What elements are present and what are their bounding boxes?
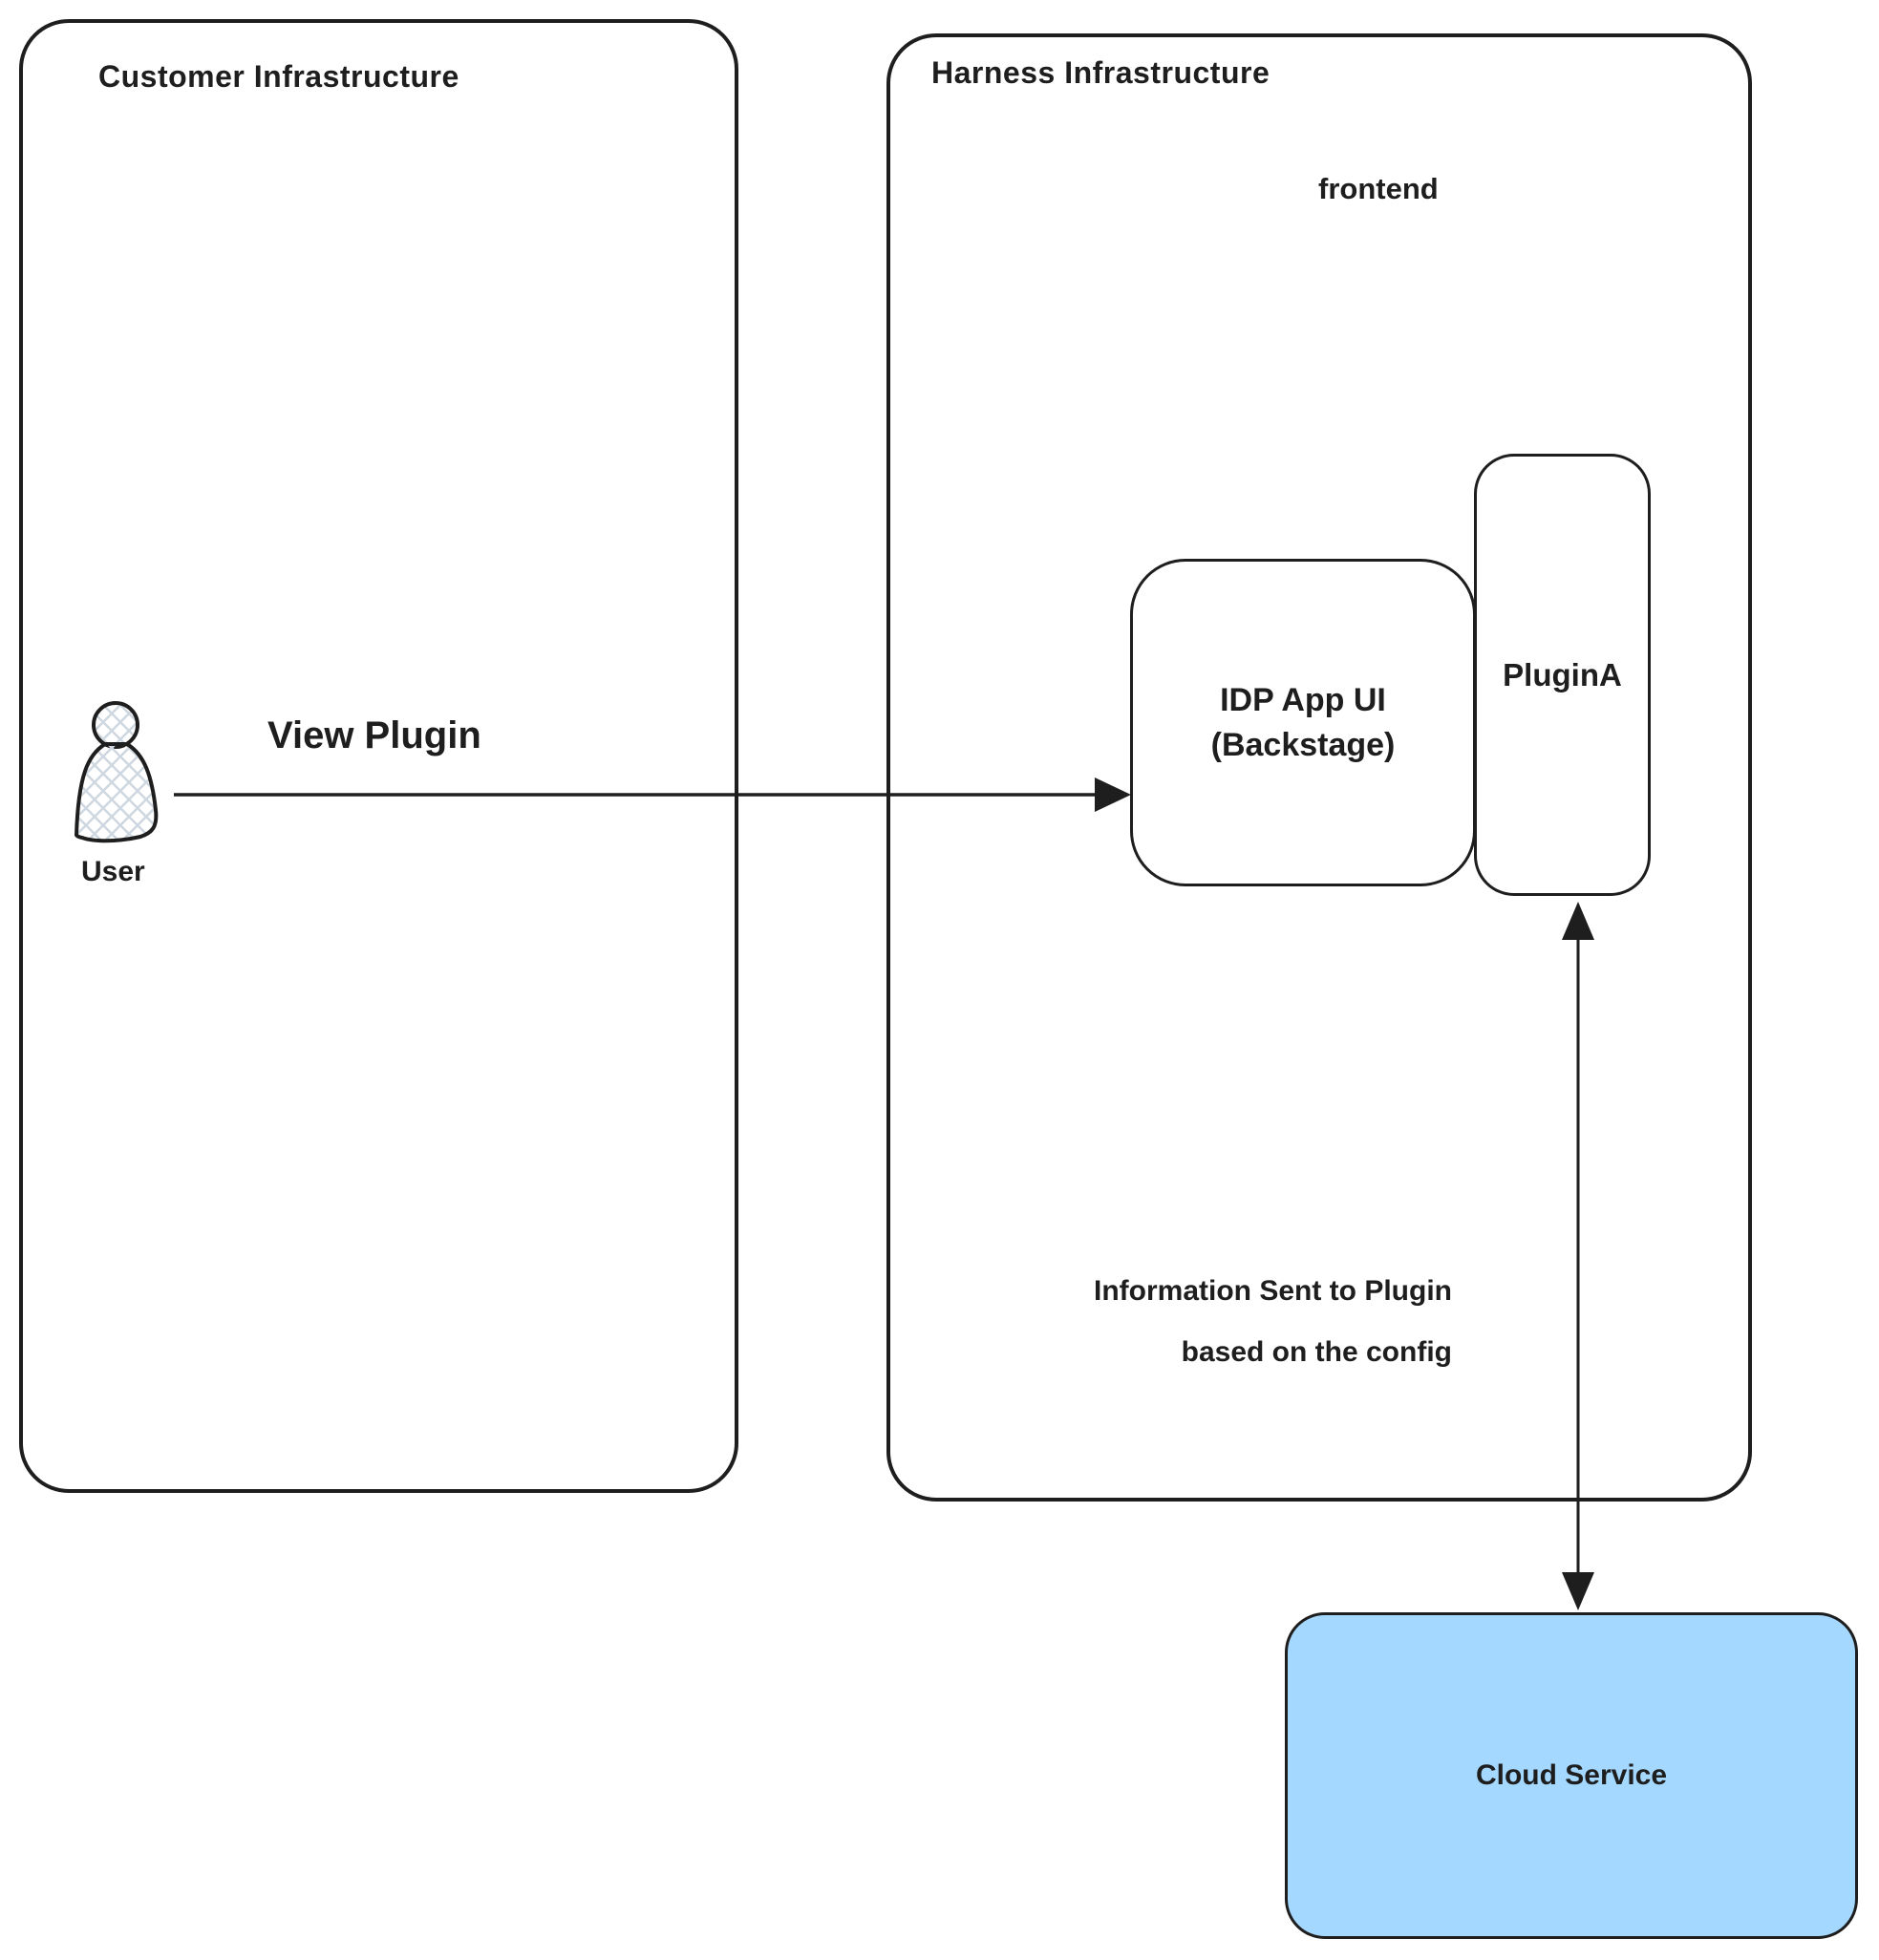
- view-plugin-edge-label: View Plugin: [267, 714, 481, 756]
- harness-infrastructure-title: Harness Infrastructure: [931, 55, 1270, 90]
- idp-app-ui-label-line1: IDP App UI: [1220, 681, 1386, 718]
- customer-infrastructure-title: Customer Infrastructure: [98, 59, 459, 94]
- info-sent-edge-label-line1: Information Sent to Plugin: [1094, 1275, 1452, 1307]
- idp-app-ui-label-line2: (Backstage): [1210, 726, 1396, 763]
- info-sent-edge-label-line2: based on the config: [1181, 1336, 1452, 1368]
- info-sent-edge-label: Information Sent to Plugin based on the …: [1094, 1261, 1452, 1383]
- cloud-service-node: Cloud Service: [1285, 1612, 1858, 1939]
- user-label: User: [81, 856, 145, 887]
- plugin-a-label: PluginA: [1503, 656, 1622, 692]
- frontend-label: frontend: [1318, 172, 1439, 205]
- cloud-service-label: Cloud Service: [1475, 1759, 1668, 1791]
- idp-app-ui-label: IDP App UI (Backstage): [1211, 678, 1396, 768]
- plugin-a-node: PluginA: [1474, 454, 1651, 896]
- idp-app-ui-node: IDP App UI (Backstage): [1130, 559, 1476, 886]
